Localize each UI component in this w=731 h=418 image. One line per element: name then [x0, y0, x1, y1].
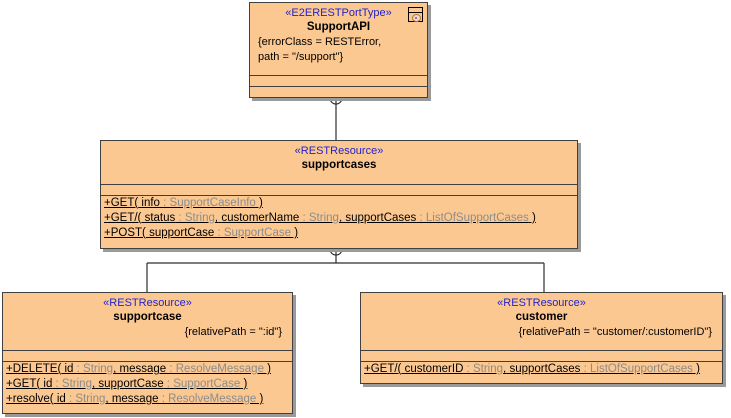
customer-operations-compartment: +GET/( customerID : String, supportCases… [361, 361, 722, 377]
customer-name: customer [515, 311, 568, 323]
support-api-header: «E2ERESTPortType» SupportAPI {errorClass… [250, 3, 427, 75]
port-type-icon [408, 7, 423, 22]
supportcases-header: «RESTResource» supportcases [101, 141, 577, 184]
supportcase-header: «RESTResource» supportcase {relativePath… [3, 293, 292, 350]
port-icon-bar [409, 8, 422, 13]
customer-stereotype: «RESTResource» [497, 297, 586, 309]
customer-header: «RESTResource» customer {relativePath = … [361, 293, 722, 350]
supportcases-attributes-compartment [101, 184, 577, 195]
support-api-operations-compartment [250, 86, 427, 97]
class-box-supportcases[interactable]: «RESTResource» supportcases +GET( info :… [100, 140, 578, 249]
supportcase-name: supportcase [113, 311, 182, 323]
supportcase-stereotype: «RESTResource» [103, 297, 192, 309]
support-api-attributes-compartment [250, 75, 427, 86]
operation-signature: +GET/( status : String, customerName : S… [104, 212, 536, 224]
class-box-support-api[interactable]: «E2ERESTPortType» SupportAPI {errorClass… [249, 2, 428, 98]
customer-property-1: {relativePath = "customer/:customerID"} [518, 326, 712, 338]
customer-attributes-compartment [361, 350, 722, 361]
port-icon-glyph [412, 14, 421, 22]
operation-signature: +GET( id : String, supportCase : Support… [6, 378, 248, 390]
supportcase-property-1: {relativePath = ":id"} [184, 326, 282, 338]
class-box-customer[interactable]: «RESTResource» customer {relativePath = … [360, 292, 723, 384]
operation-signature: +GET/( customerID : String, supportCases… [364, 363, 700, 375]
support-api-stereotype: «E2ERESTPortType» [285, 7, 392, 19]
supportcases-name: supportcases [301, 159, 377, 171]
supportcase-attributes-compartment [3, 350, 292, 361]
operation-signature: +resolve( id : String, message : Resolve… [6, 393, 264, 405]
operation-signature: +GET( info : SupportCaseInfo ) [104, 197, 263, 209]
operation-signature: +POST( supportCase : SupportCase ) [104, 227, 299, 239]
supportcases-stereotype: «RESTResource» [294, 145, 384, 157]
supportcase-operations-compartment: +DELETE( id : String, message : ResolveM… [3, 361, 292, 407]
class-box-supportcase[interactable]: «RESTResource» supportcase {relativePath… [2, 292, 293, 414]
operation-signature: +DELETE( id : String, message : ResolveM… [6, 363, 271, 375]
support-api-property-2: path = "/support"} [258, 51, 344, 63]
support-api-name: SupportAPI [306, 21, 371, 33]
support-api-property-1: {errorClass = RESTError, [258, 36, 382, 48]
supportcases-operations-compartment: +GET( info : SupportCaseInfo ) +GET/( sta… [101, 195, 577, 241]
